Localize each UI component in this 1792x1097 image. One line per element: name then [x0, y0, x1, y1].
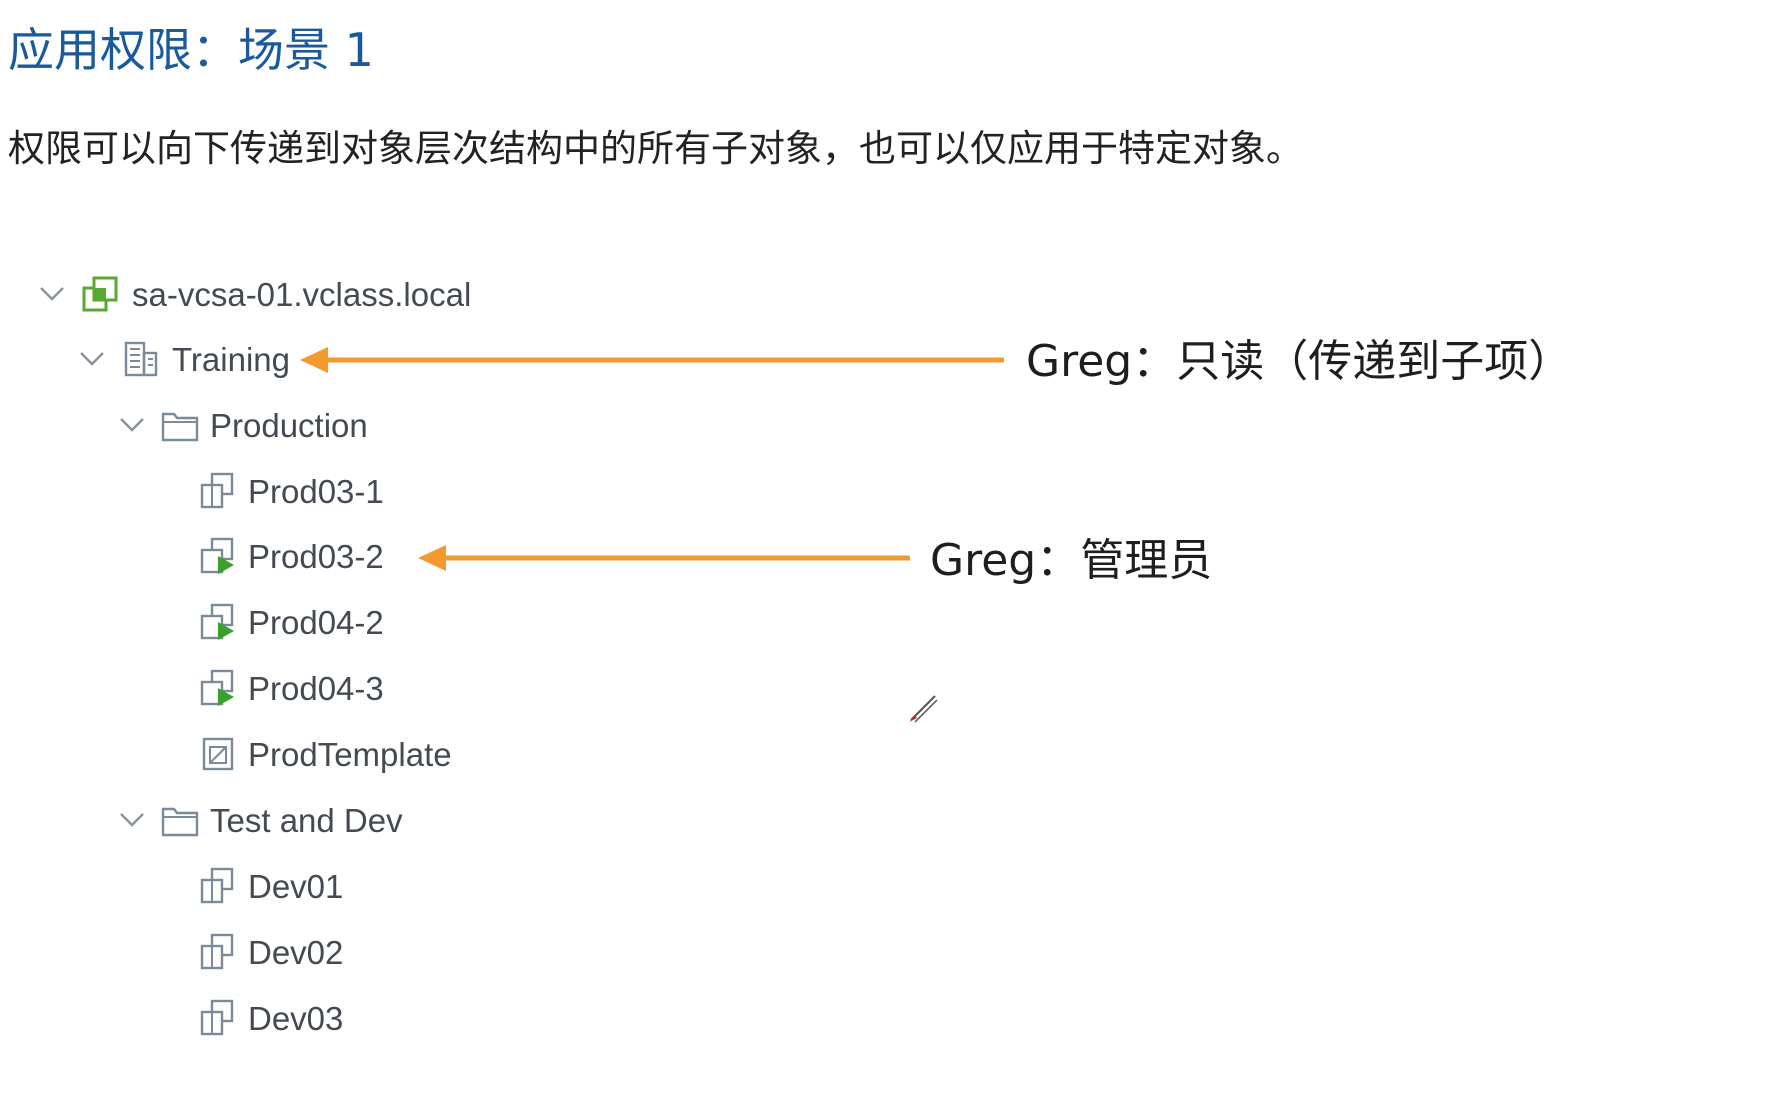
chevron-down-icon[interactable] — [116, 804, 148, 836]
tree-node-label[interactable]: Prod04-2 — [248, 604, 384, 641]
folder-icon — [160, 800, 200, 840]
vm-icon — [198, 998, 238, 1038]
slide-subtitle: 权限可以向下传递到对象层次结构中的所有子对象，也可以仅应用于特定对象。 — [8, 127, 1303, 170]
vm-icon — [198, 932, 238, 972]
tree-node-label[interactable]: sa-vcsa-01.vclass.local — [132, 276, 472, 313]
tree-node-label[interactable]: Prod03-2 — [248, 538, 384, 575]
datacenter-icon — [120, 339, 160, 379]
vm-powered-on-icon — [198, 668, 238, 708]
tree-node-label[interactable]: Prod03-1 — [248, 473, 384, 510]
annotation-arrow-training — [300, 347, 1004, 373]
vm-icon — [198, 866, 238, 906]
slide-title: 应用权限：场景 1 — [8, 23, 374, 77]
tree-node-label[interactable]: Dev03 — [248, 1000, 344, 1037]
tree-node-label[interactable]: Dev01 — [248, 868, 344, 905]
tree-node-label[interactable]: Dev02 — [248, 934, 344, 971]
tree-node-label[interactable]: Test and Dev — [210, 802, 403, 839]
annotation-arrow-prod03-2 — [418, 545, 910, 571]
annotation-prod03-2-permission: Greg：管理员 — [930, 535, 1213, 586]
tree-node-label[interactable]: Prod04-3 — [248, 670, 384, 707]
pen-cursor-icon — [909, 695, 938, 723]
vcenter-icon — [80, 274, 120, 314]
annotation-training-permission: Greg：只读（传递到子项） — [1026, 336, 1573, 387]
vm-powered-on-icon — [198, 536, 238, 576]
tree-node-label[interactable]: Production — [210, 407, 368, 444]
tree-node-label[interactable]: Training — [172, 341, 290, 378]
vm-powered-on-icon — [198, 602, 238, 642]
folder-icon — [160, 405, 200, 445]
vm-icon — [198, 471, 238, 511]
chevron-down-icon[interactable] — [76, 343, 108, 375]
vm-template-icon — [198, 734, 238, 774]
chevron-down-icon[interactable] — [116, 409, 148, 441]
chevron-down-icon[interactable] — [36, 278, 68, 310]
tree-node-label[interactable]: ProdTemplate — [248, 736, 452, 773]
